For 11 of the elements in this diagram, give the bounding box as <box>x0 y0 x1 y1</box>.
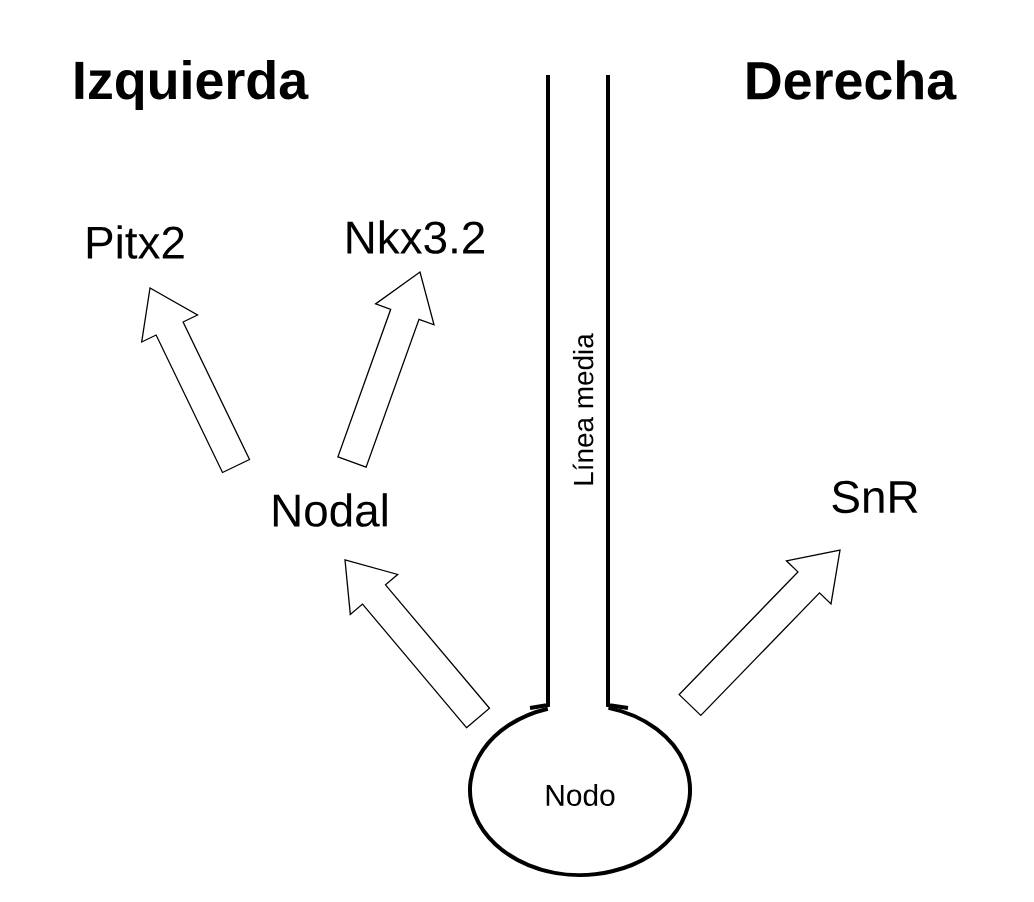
gene-label: SnR <box>832 480 918 514</box>
block-arrow <box>337 270 435 468</box>
block-arrow <box>140 286 251 474</box>
gene-label: Nodal <box>273 493 387 527</box>
side-heading: Derecha <box>747 60 957 100</box>
side-heading: Izquierda <box>75 59 309 111</box>
gene-label: Nkx3.2 <box>347 220 484 254</box>
block-arrow <box>344 559 491 729</box>
gene-label: Pitx2 <box>87 225 184 259</box>
midline-tube: Línea media <box>529 75 629 710</box>
block-arrow <box>678 549 841 717</box>
